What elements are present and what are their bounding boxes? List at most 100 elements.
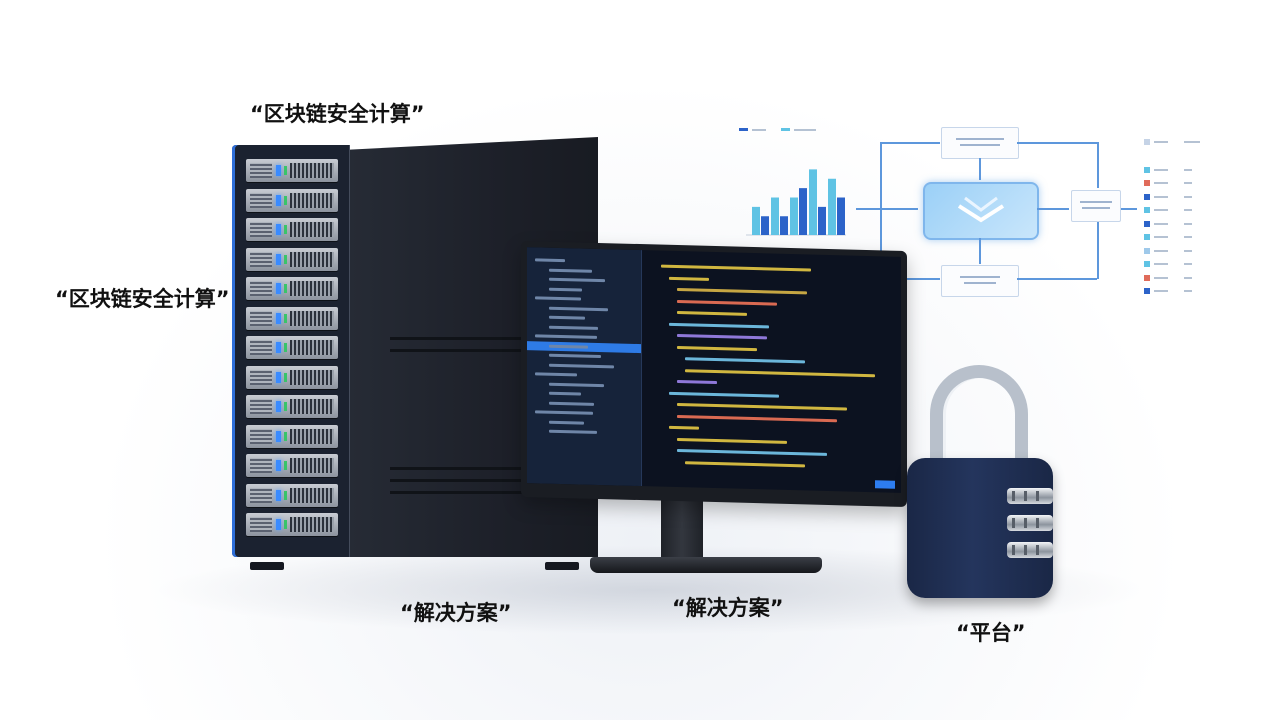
drive-bay — [246, 395, 338, 418]
legend-line — [1154, 222, 1168, 225]
legend-dot — [1144, 180, 1150, 186]
flow-arrow — [880, 142, 940, 144]
code-line — [677, 288, 807, 295]
legend-dot — [1144, 261, 1150, 267]
legend-line — [1184, 141, 1200, 143]
code-line — [677, 403, 847, 411]
bar-chart — [746, 169, 846, 236]
drive-bay — [246, 306, 338, 330]
code-line — [677, 334, 767, 340]
legend-line — [1154, 290, 1168, 292]
code-line — [677, 299, 777, 306]
flow-core-icon — [923, 182, 1039, 240]
code-line — [677, 437, 787, 444]
label-below-monitor: “解决方案” — [672, 596, 784, 620]
chart-bar — [809, 169, 817, 235]
file-explorer-sidebar — [527, 247, 642, 487]
sidebar-row — [549, 268, 592, 273]
chart-bar — [818, 206, 826, 235]
sidebar-row — [549, 391, 581, 396]
flow-box-bottom — [941, 265, 1019, 297]
legend-line — [1184, 249, 1192, 252]
flow-arrow — [1017, 278, 1097, 280]
flow-arrow — [880, 278, 940, 280]
legend-swatch — [739, 128, 748, 131]
chart-bar — [761, 216, 769, 235]
legend-dot — [1144, 234, 1150, 240]
code-line — [677, 449, 827, 456]
chart-bar — [780, 216, 788, 235]
sidebar-row — [549, 325, 598, 330]
legend-line — [1154, 249, 1168, 252]
legend-line — [1154, 263, 1168, 265]
sidebar-row — [549, 429, 597, 434]
legend-line — [1154, 182, 1168, 184]
label-below-lock: “平台” — [956, 621, 1026, 645]
legend-line — [1154, 276, 1168, 279]
legend-line — [1154, 195, 1168, 198]
flow-arrow — [1037, 208, 1069, 210]
code-line — [685, 460, 805, 467]
code-editor-screen — [527, 247, 901, 493]
legend-dot — [1144, 288, 1150, 294]
legend-text — [794, 129, 816, 131]
flow-arrow — [856, 208, 918, 210]
flow-arrow — [979, 158, 981, 180]
drive-bay — [246, 159, 338, 182]
sidebar-row — [535, 296, 581, 301]
vent — [390, 337, 560, 340]
flow-arrow — [880, 142, 882, 278]
legend-line — [1184, 236, 1192, 238]
code-line — [669, 322, 769, 328]
chart-bar — [790, 197, 798, 235]
server-front-panel — [232, 145, 350, 557]
legend-dot — [1144, 247, 1150, 254]
legend-line — [1184, 182, 1192, 184]
label-top-server: “区块链安全计算” — [250, 102, 425, 126]
drive-bay — [246, 513, 338, 536]
code-line — [669, 276, 709, 281]
flow-arrow — [979, 238, 981, 264]
code-line — [669, 391, 779, 398]
chart-bar — [837, 197, 845, 235]
sidebar-row — [549, 401, 594, 406]
sidebar-row — [549, 353, 601, 359]
sidebar-row — [549, 420, 584, 425]
status-button — [875, 480, 895, 489]
code-line — [677, 380, 717, 385]
sidebar-row — [549, 306, 608, 311]
legend-line — [1184, 209, 1192, 211]
label-left-server: “区块链安全计算” — [55, 287, 230, 311]
legend-dot — [1144, 220, 1150, 227]
drive-bay — [246, 218, 338, 241]
legend-line — [1184, 290, 1192, 292]
sidebar-row — [549, 277, 605, 283]
server-foot — [545, 562, 579, 570]
drive-bay — [246, 483, 338, 507]
chart-bar — [828, 178, 836, 235]
monitor-stand-neck — [661, 494, 703, 564]
legend-line — [1184, 263, 1192, 265]
drive-bay — [246, 365, 338, 389]
legend-dot — [1144, 274, 1150, 281]
legend-swatch — [781, 128, 790, 131]
drive-bay — [246, 247, 338, 271]
legend-text — [752, 129, 766, 131]
vent — [390, 467, 560, 470]
flow-arrow — [1121, 208, 1137, 210]
padlock-icon — [907, 458, 1053, 598]
monitor-icon — [521, 240, 907, 508]
legend-line — [1154, 168, 1168, 171]
flow-arrow — [1097, 142, 1099, 188]
legend-line — [1184, 222, 1192, 225]
drive-bay — [246, 188, 338, 212]
chart-bar — [752, 206, 760, 235]
flow-box-right — [1071, 190, 1121, 222]
legend-line — [1184, 276, 1192, 279]
vent — [390, 479, 560, 482]
sidebar-row — [549, 287, 582, 292]
legend-line — [1154, 209, 1168, 211]
chart-bar — [771, 197, 779, 235]
flow-box-top — [941, 127, 1019, 159]
legend-line — [1184, 168, 1192, 171]
